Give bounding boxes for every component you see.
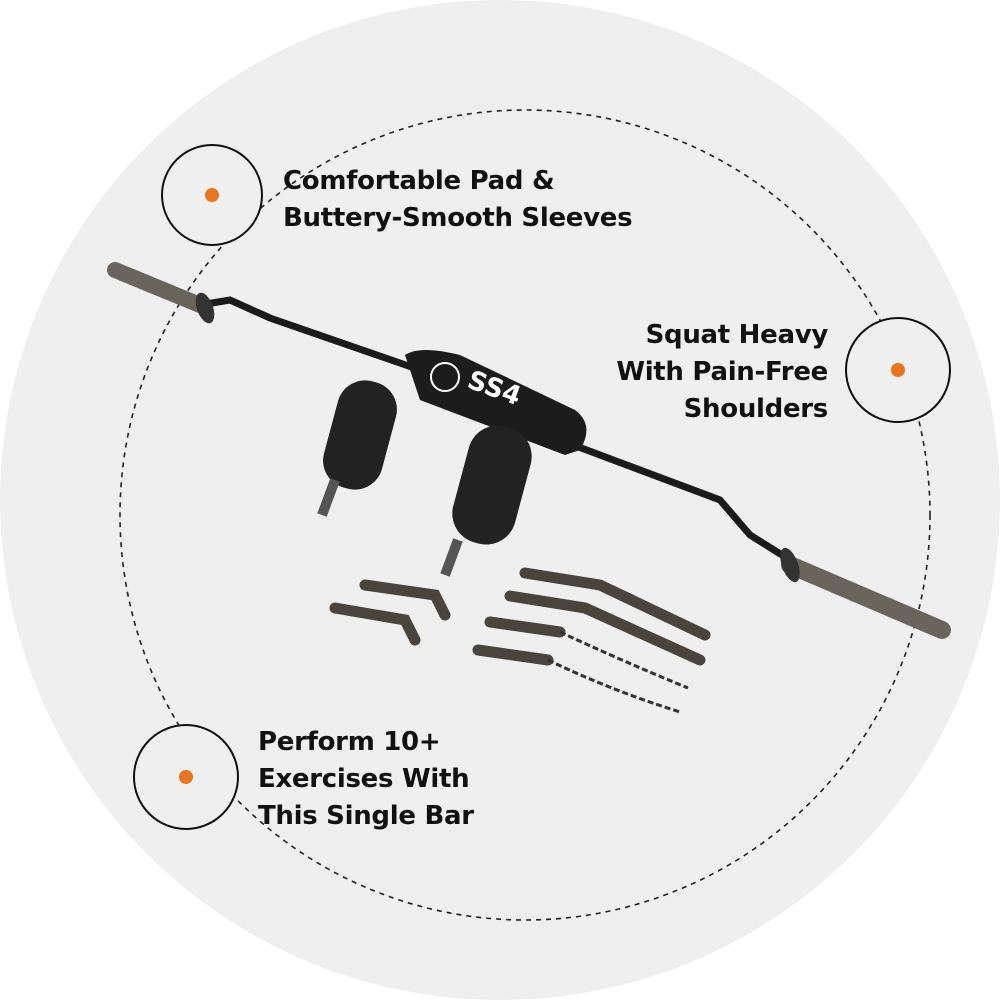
bar-shaft-left (199, 296, 422, 374)
callout-line: Buttery-Smooth Sleeves (283, 203, 633, 233)
callout-line: Squat Heavy (645, 320, 829, 350)
left-handle-pad (323, 380, 397, 490)
right-handle-pad (452, 425, 532, 545)
callout-line: Comfortable Pad & (283, 166, 555, 196)
callout-line: This Single Bar (258, 801, 474, 831)
orange-dot-icon (179, 770, 193, 784)
bar-shaft-right (558, 436, 792, 563)
right-sleeve (781, 556, 951, 639)
safety-squat-bar: SS4 (107, 262, 951, 714)
yoke-pad (405, 350, 587, 455)
callout-exercises: Perform 10+ Exercises With This Single B… (258, 724, 474, 835)
callout-line: Shoulders (683, 394, 829, 424)
callout-line: Perform 10+ (258, 727, 441, 757)
marker-pad (161, 144, 263, 246)
callout-pad-sleeves: Comfortable Pad & Buttery-Smooth Sleeves (283, 163, 633, 237)
callout-line: Exercises With (258, 764, 470, 794)
orange-dot-icon (891, 363, 905, 377)
marker-exercises (133, 724, 239, 830)
marker-shoulders (845, 317, 951, 423)
left-sleeve (107, 262, 208, 313)
callout-shoulders: Squat Heavy With Pain-Free Shoulders (616, 317, 828, 428)
attachments (329, 567, 711, 666)
chains (547, 630, 689, 714)
brand-seal-logo (430, 362, 460, 392)
orange-dot-icon (205, 188, 219, 202)
callout-line: With Pain-Free (616, 357, 828, 387)
dashed-ring (119, 109, 931, 921)
